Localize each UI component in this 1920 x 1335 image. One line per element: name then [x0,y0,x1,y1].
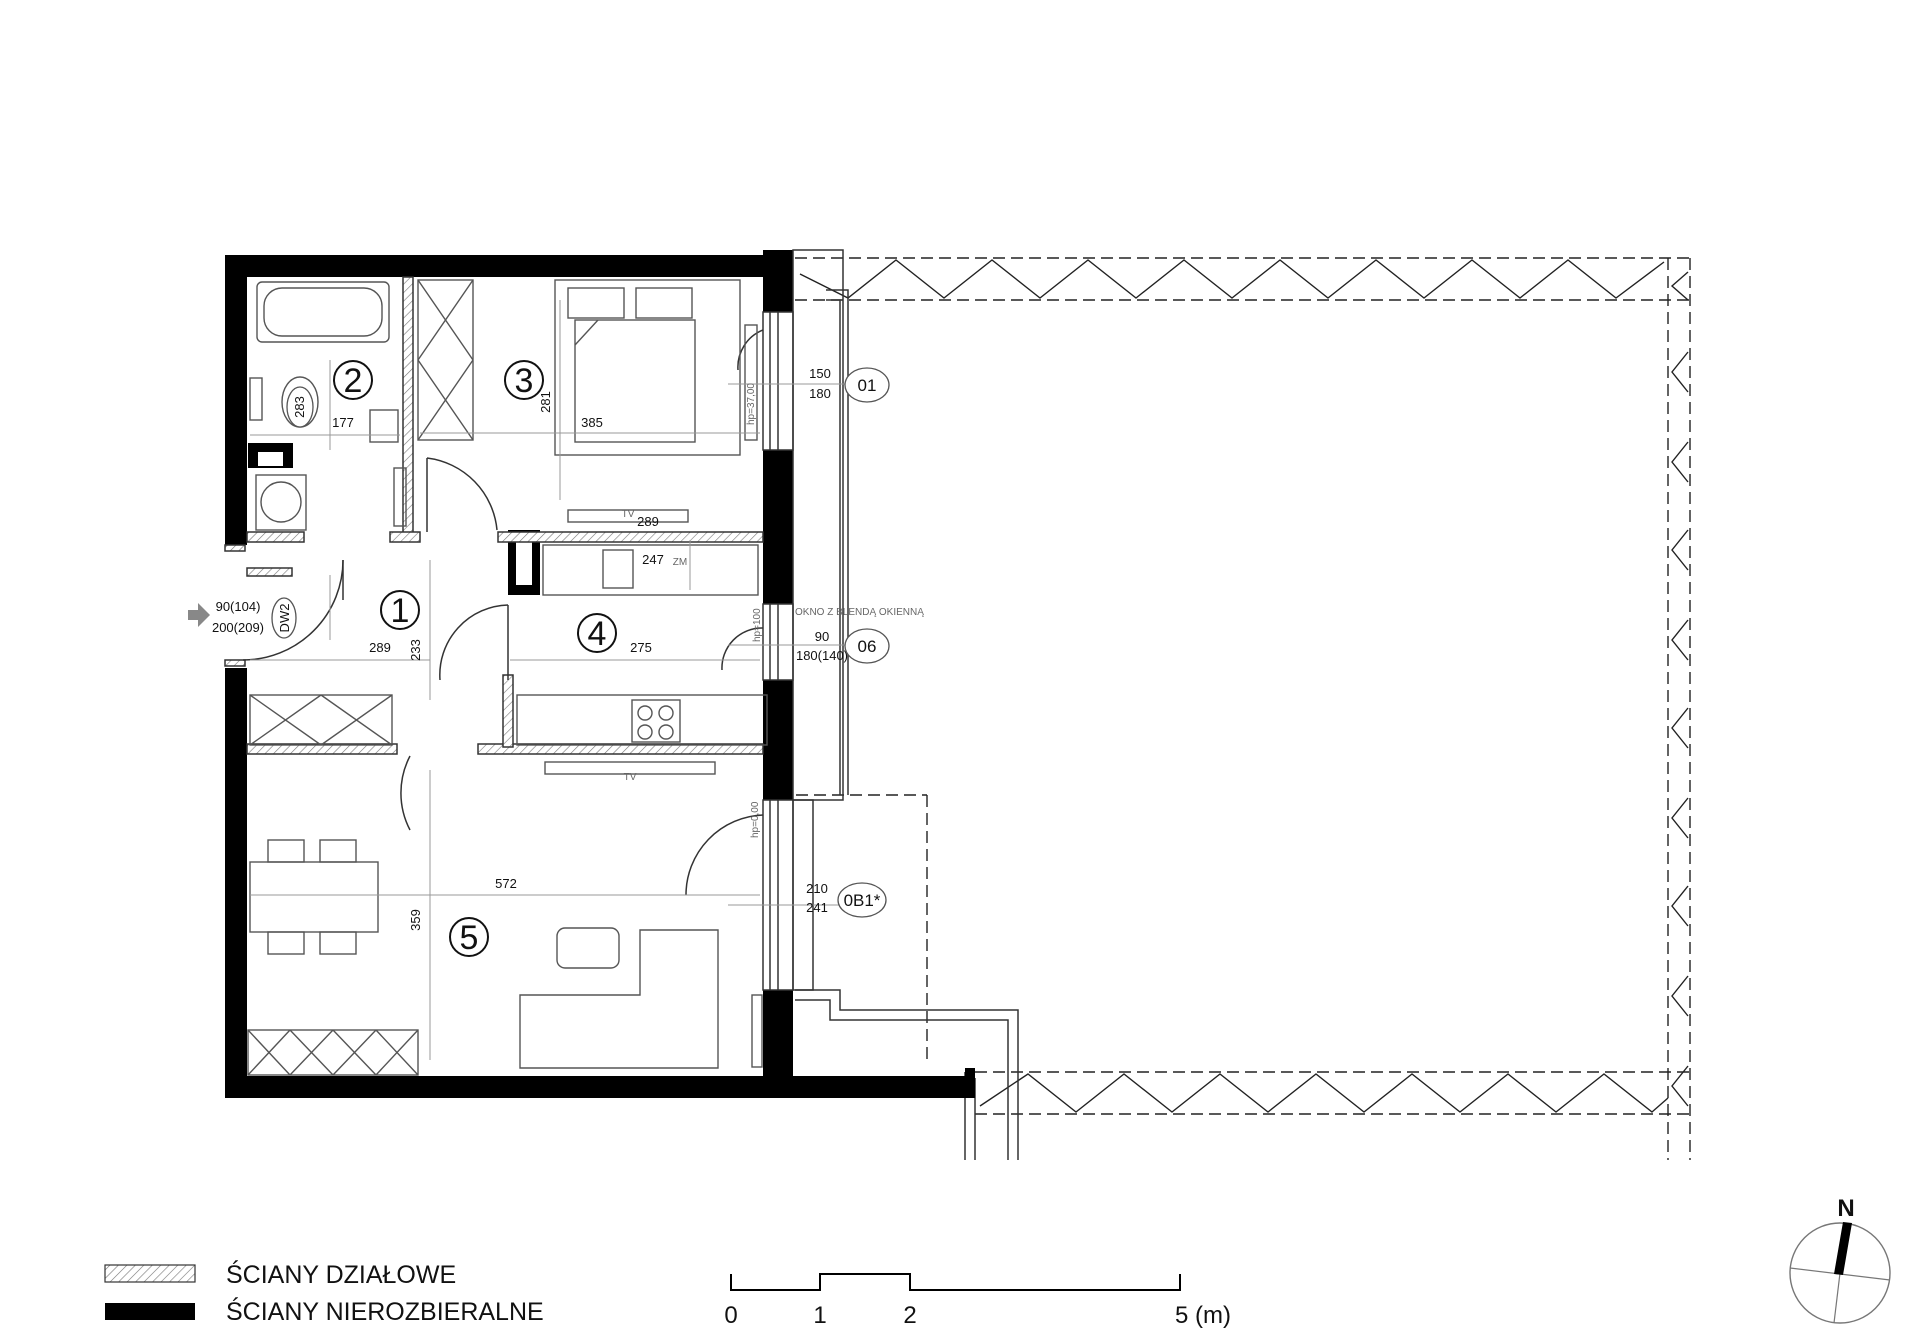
scale-tick-0: 0 [724,1302,737,1329]
zm-label: ZM [673,557,687,568]
window-01-code: 01 [858,376,877,395]
room-4-length: 247 [642,552,664,567]
legend-structural-label: ŚCIANY NIEROZBIERALNE [226,1296,544,1326]
furniture [247,279,768,1076]
door-0b1-width: 210 [806,881,828,896]
room-2-width: 177 [332,415,354,430]
room-number-2: 2 [344,362,363,400]
room-5-length: 359 [408,909,423,931]
doors [242,329,764,896]
legend-partition-label: ŚCIANY DZIAŁOWE [226,1259,456,1289]
window-01-height: 180 [809,386,831,401]
scale-tick-2: 2 [903,1302,916,1329]
sill-height-3: hp=0,00 [750,801,761,838]
entry-door-height: 200(209) [212,620,264,635]
scale-tick-1: 1 [813,1302,826,1329]
entrance-arrow-icon [188,603,210,627]
sill-height-1: hp=37,00 [746,383,757,425]
terrace [795,257,1695,1160]
room-1-length: 233 [408,639,423,661]
window-06-height: 180(140) [796,648,848,663]
windows [762,249,844,991]
window-06-width: 90 [815,629,829,644]
sill-height-2: hp=100 [752,608,763,642]
door-0b1-height: 241 [806,900,828,915]
scale-bar: 0 1 2 5 (m) [724,1273,1231,1329]
entry-door-width: 90(104) [216,599,261,614]
legend-hatched-swatch [104,1264,196,1283]
room-1-width: 289 [369,640,391,655]
room-dimensions: 289 233 177 283 385 281 275 247 ZM 572 3… [286,383,924,931]
room-3-length: 281 [538,391,553,413]
tv-dimension: 289 [637,514,659,529]
legend: ŚCIANY DZIAŁOWE ŚCIANY NIEROZBIERALNE [104,1259,544,1326]
room-3-width: 385 [581,415,603,430]
north-compass-icon: N [1789,1195,1891,1324]
room-numbers: 1 2 3 4 5 [333,360,617,957]
scale-tick-5: 5 (m) [1175,1302,1231,1329]
opening-tags: 150 180 01 90 180(140) 06 210 241 0B1* 9… [188,366,890,918]
room-number-5: 5 [460,919,479,957]
tv-label-bedroom: TV [622,509,635,520]
dimension-lines [250,300,885,1060]
room-number-3: 3 [515,362,534,400]
door-0b1-code: 0B1* [844,891,881,910]
room-number-1: 1 [391,592,410,630]
window-note: OKNO Z BLENDĄ OKIENNĄ [795,607,924,618]
room-4-width: 275 [630,640,652,655]
legend-solid-swatch [105,1303,195,1320]
structural-walls [225,250,975,1098]
window-01-width: 150 [809,366,831,381]
room-number-4: 4 [588,615,607,653]
window-06-code: 06 [858,637,877,656]
entry-door-code: DW2 [277,604,292,633]
compass-north-label: N [1837,1195,1854,1222]
tv-label-living: TV [624,772,637,783]
room-5-width: 572 [495,876,517,891]
room-2-length: 283 [292,396,307,418]
